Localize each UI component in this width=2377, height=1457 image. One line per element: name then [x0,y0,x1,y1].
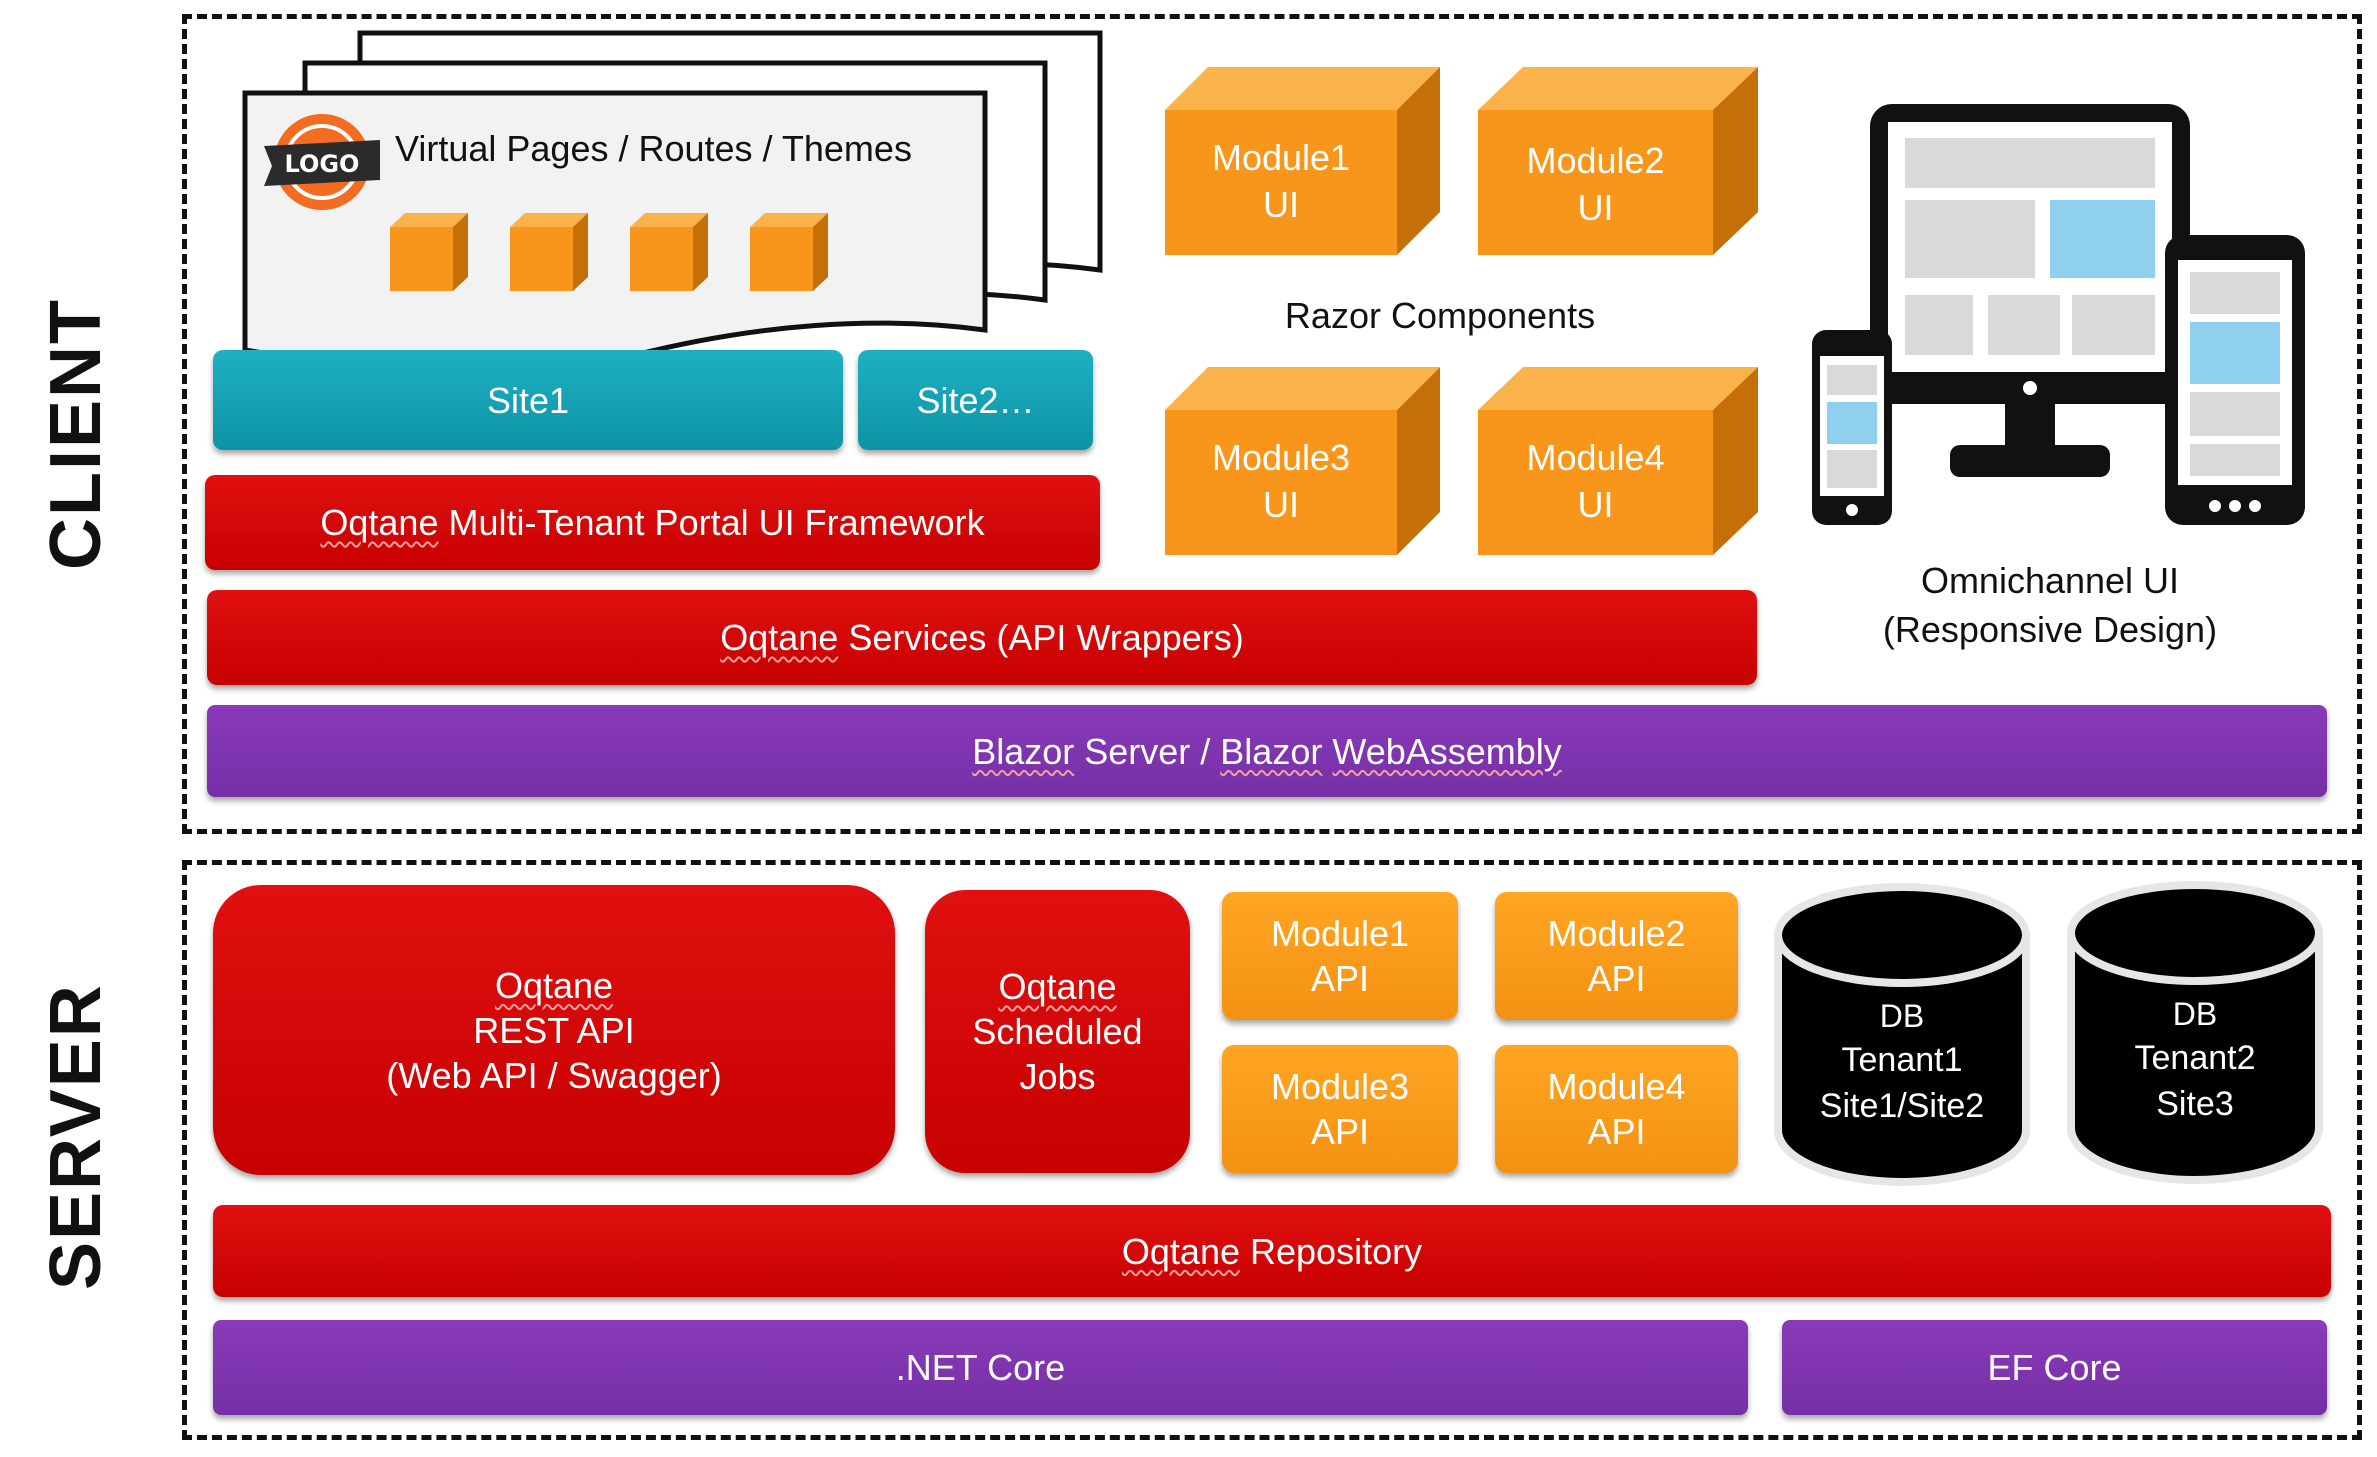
module2-ui-cube [1478,67,1758,255]
module4-ui-cube [1478,367,1758,555]
module4-ui-sub: UI [1577,483,1614,525]
rest-api-brand: Oqtane [494,964,614,1006]
db1-line2: Tenant1 [1841,1041,1963,1080]
module3-ui-label: Module3 UI [1165,435,1397,529]
db-tenant1-cylinder [1774,883,2030,1186]
client-container [182,14,2362,834]
rest-api-box: Oqtane REST API (Web API / Swagger) [213,885,895,1175]
module2-ui-label: Module2 UI [1478,138,1713,232]
db1-line3: Site1/Site2 [1819,1087,1985,1126]
module3-api-sub: API [1310,1111,1370,1152]
rest-api-line3: (Web API / Swagger) [386,1054,722,1096]
portal-brand: Oqtane [320,502,439,543]
repository-rest: Repository [1240,1230,1423,1272]
omnichannel-line1: Omnichannel UI [1920,560,2180,601]
scheduled-jobs-line3: Jobs [1019,1056,1096,1097]
responsive-devices-icon [1812,104,2305,525]
module1-api-sub: API [1310,958,1370,999]
module2-api-sub: API [1587,958,1646,999]
scheduled-jobs-line2: Scheduled [972,1011,1143,1052]
server-container [182,860,2362,1440]
module4-ui-name: Module4 [1526,437,1665,478]
module3-api-name: Module3 [1270,1066,1410,1107]
blazor-e: WebAssembly [1332,730,1562,772]
services-bar: Oqtane Services (API Wrappers) [207,590,1757,685]
pages-label: Virtual Pages / Routes / Themes [395,128,912,169]
client-section-label: CLIENT [36,298,116,570]
module1-ui-cube [1165,67,1440,255]
module1-ui-name: Module1 [1211,137,1351,178]
services-brand: Oqtane [720,617,839,658]
db2-line1: DB [2172,996,2218,1032]
razor-components-label: Razor Components [1284,295,1596,336]
module3-ui-cube [1165,367,1440,555]
ef-core-bar: EF Core [1782,1320,2327,1415]
scheduled-jobs-box: Oqtane Scheduled Jobs [925,890,1190,1173]
module1-ui-sub: UI [1263,183,1299,225]
net-core-bar: .NET Core [213,1320,1748,1415]
services-rest: Services (API Wrappers) [838,617,1244,658]
blazor-a: Blazor [972,730,1075,772]
omnichannel-label: Omnichannel UI (Responsive Design) [1790,557,2310,654]
page-small-cubes [390,213,828,291]
portal-rest: Multi-Tenant Portal UI Framework [438,502,985,543]
blazor-b: Server / [1074,730,1221,772]
rest-api-line2: REST API [473,1009,635,1051]
blazor-d [1322,731,1332,772]
site1-bar: Site1 [213,350,843,450]
module4-ui-label: Module4 UI [1478,435,1713,529]
module4-api-sub: API [1587,1111,1646,1152]
db-tenant2-cylinder [2067,881,2323,1184]
logo-text: LOGO [285,150,360,178]
module3-ui-sub: UI [1263,483,1299,525]
module1-api-name: Module1 [1270,913,1410,954]
module2-ui-sub: UI [1577,186,1614,228]
db-tenant1-label: DB Tenant1 Site1/Site2 [1772,995,2032,1130]
server-section-label: SERVER [36,983,116,1290]
scheduled-jobs-brand: Oqtane [998,966,1117,1007]
module3-ui-name: Module3 [1211,437,1351,478]
db2-line2: Tenant2 [2134,1039,2256,1078]
module4-api-name: Module4 [1547,1066,1686,1107]
blazor-c: Blazor [1220,730,1323,772]
repository-bar: Oqtane Repository [213,1205,2331,1297]
blazor-bar: Blazor Server / Blazor WebAssembly [207,705,2327,797]
db2-line3: Site3 [2156,1085,2234,1124]
portal-ui-framework-bar: Oqtane Multi-Tenant Portal UI Framework [205,475,1100,570]
module1-ui-label: Module1 UI [1165,135,1397,229]
db1-line1: DB [1879,998,1925,1034]
db-tenant2-label: DB Tenant2 Site3 [2065,993,2325,1128]
omnichannel-line2: (Responsive Design) [1882,608,2218,650]
module2-api-name: Module2 [1547,913,1686,954]
site2-bar: Site2… [858,350,1093,450]
repository-brand: Oqtane [1121,1230,1240,1272]
logo-badge-icon: LOGO [264,114,380,210]
module2-ui-name: Module2 [1526,140,1665,181]
